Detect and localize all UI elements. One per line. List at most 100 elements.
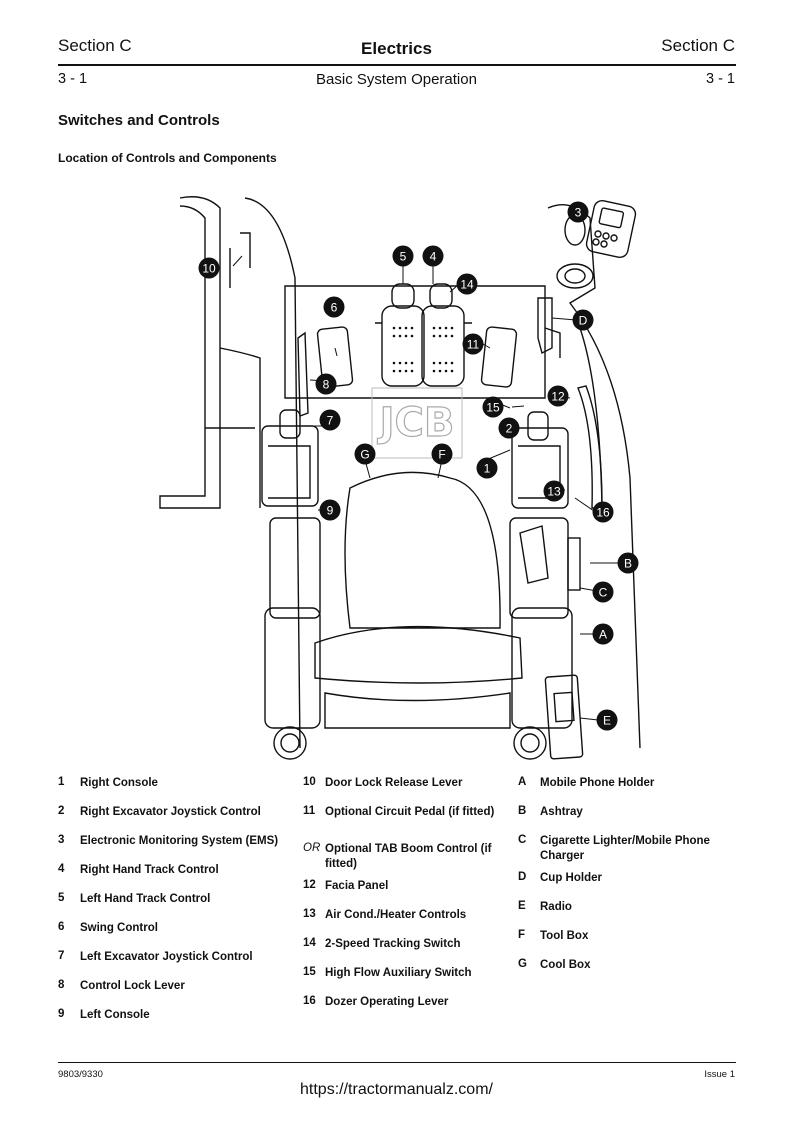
callout-marker-b <box>617 552 639 574</box>
callout-label-2: 2 <box>506 422 513 436</box>
legend-key: 16 <box>303 995 316 1007</box>
legend-key: E <box>518 900 526 912</box>
callout-marker-14 <box>456 273 478 295</box>
callout-label-12: 12 <box>551 390 565 404</box>
footer-url-link[interactable]: https://tractormanualz.com/ <box>300 1081 493 1098</box>
legend-label: Left Console <box>80 1009 150 1021</box>
footer-rule <box>58 1062 736 1063</box>
section-label-left: Section C <box>58 36 132 55</box>
legend-key: 2 <box>58 805 65 817</box>
legend-item: 11 Optional Circuit Pedal (if fitted) <box>303 805 508 842</box>
callout-label-9: 9 <box>327 504 334 518</box>
callout-marker-f <box>431 443 453 465</box>
section-subheading: Location of Controls and Components <box>58 151 277 165</box>
callout-label-6: 6 <box>331 301 338 315</box>
callout-label-e: E <box>603 714 611 728</box>
header-rule <box>58 64 736 66</box>
legend-key: F <box>518 929 526 941</box>
callout-marker-4 <box>422 245 444 267</box>
callout-marker-9 <box>319 499 341 521</box>
callout-label-16: 16 <box>596 506 610 520</box>
legend-label: Door Lock Release Lever <box>325 777 463 789</box>
legend-label: Tool Box <box>540 930 589 942</box>
callout-marker-10 <box>198 257 220 279</box>
legend-key: 11 <box>303 805 316 817</box>
callout-label-8: 8 <box>323 378 330 392</box>
legend-label: Air Cond./Heater Controls <box>325 909 467 921</box>
document-number: 9803/9330 <box>58 1069 103 1080</box>
legend-label: 2-Speed Tracking Switch <box>325 938 461 950</box>
callout-marker-8 <box>315 373 337 395</box>
legend-label: Cool Box <box>540 959 591 971</box>
legend-key: 10 <box>303 776 316 788</box>
callout-label-10: 10 <box>202 262 216 276</box>
legend-item: 1 Right Console <box>58 776 293 805</box>
page-number-right: 3 - 1 <box>705 71 735 87</box>
callout-marker-d <box>572 309 594 331</box>
callout-marker-a <box>592 623 614 645</box>
legend-key: C <box>518 834 527 846</box>
legend-item: A Mobile Phone Holder <box>518 776 738 805</box>
callout-marker-1 <box>476 457 498 479</box>
legend-label: Right Console <box>80 777 158 789</box>
callout-label-4: 4 <box>430 250 437 264</box>
track-pedals-drawing <box>375 283 472 387</box>
legend-item: 16 Dozer Operating Lever <box>303 995 508 1024</box>
callout-marker-11 <box>462 333 484 355</box>
legend-label: Left Hand Track Control <box>80 893 211 905</box>
legend-label: Dozer Operating Lever <box>325 996 449 1008</box>
callout-label-3: 3 <box>575 206 582 220</box>
legend-label: Swing Control <box>80 922 158 934</box>
callout-marker-6 <box>323 296 345 318</box>
legend-key: 8 <box>58 979 65 991</box>
legend-key: 1 <box>58 776 65 788</box>
legend-label: Optional Circuit Pedal (if fitted) <box>325 806 495 818</box>
callout-label-g: G <box>360 448 369 462</box>
legend-label: High Flow Auxiliary Switch <box>325 967 472 979</box>
legend-key: B <box>518 805 527 817</box>
callout-label-b: B <box>624 557 632 571</box>
legend-key: 14 <box>303 937 316 949</box>
left-door-pillar <box>244 197 301 749</box>
left-door-frame <box>159 196 221 509</box>
legend-item: F Tool Box <box>518 929 738 958</box>
legend-label: Radio <box>540 901 572 913</box>
legend-label: Optional TAB Boom Control (if fitted) <box>325 843 492 870</box>
legend-item: 9 Left Console <box>58 1008 293 1037</box>
callout-label-f: F <box>438 448 445 462</box>
legend-item: D Cup Holder <box>518 871 738 900</box>
legend-key: D <box>518 871 527 883</box>
callout-label-13: 13 <box>547 485 561 499</box>
callout-label-a: A <box>599 628 607 642</box>
floor-vent-left <box>273 726 307 760</box>
legend-label: Right Hand Track Control <box>80 864 219 876</box>
callout-marker-13 <box>543 480 565 502</box>
jcb-watermark: JCB <box>377 400 455 446</box>
radio-drawing <box>544 674 584 760</box>
section-label-right: Section C <box>661 36 735 55</box>
callout-label-d: D <box>579 314 588 328</box>
legend-item: E Radio <box>518 900 738 929</box>
callout-label-7: 7 <box>327 414 334 428</box>
control-lock-lever <box>297 331 309 418</box>
page-title: Electrics <box>361 39 432 58</box>
legend-label: Mobile Phone Holder <box>540 777 655 789</box>
legend-label: Cup Holder <box>540 872 602 884</box>
right-console-drawing <box>509 411 581 729</box>
callout-marker-2 <box>498 417 520 439</box>
callout-label-11: 11 <box>467 338 480 352</box>
legend-key: 9 <box>58 1008 65 1020</box>
legend-label: Left Excavator Joystick Control <box>80 951 253 963</box>
legend-key: 4 <box>58 863 65 875</box>
legend-key: A <box>518 776 527 788</box>
